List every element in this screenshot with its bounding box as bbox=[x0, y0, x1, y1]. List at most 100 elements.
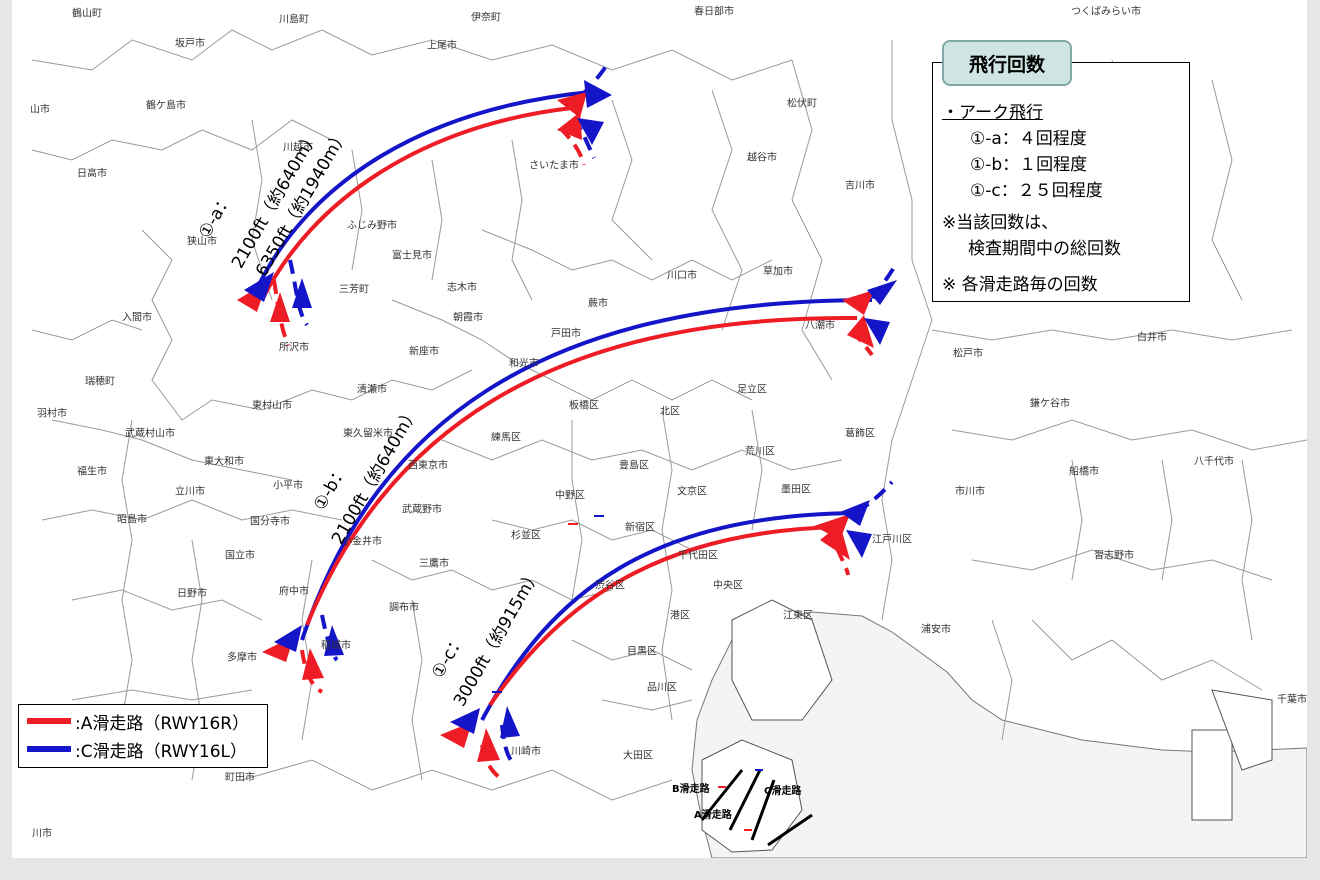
city-label: 川島町 bbox=[279, 14, 309, 26]
arc-1b-arrows bbox=[262, 280, 897, 680]
city-label: 荒川区 bbox=[745, 446, 775, 458]
city-label: 鎌ケ谷市 bbox=[1030, 398, 1070, 410]
city-label: 板橋区 bbox=[569, 400, 599, 412]
city-label: 西東京市 bbox=[408, 460, 448, 472]
city-label: 武蔵村山市 bbox=[125, 428, 175, 440]
flight-count-box bbox=[932, 62, 1190, 302]
city-label: 府中市 bbox=[279, 586, 309, 598]
city-label: 中央区 bbox=[713, 580, 743, 592]
city-label: ふじみ野市 bbox=[347, 220, 397, 232]
city-label: 昭島市 bbox=[117, 514, 147, 526]
flight-count-title: 飛行回数 bbox=[942, 40, 1072, 86]
b-runway-label: B滑走路 bbox=[672, 784, 710, 795]
city-label: 吉川市 bbox=[845, 180, 875, 192]
city-label: 日野市 bbox=[177, 588, 207, 600]
count-1a: ①-a：４回程度 bbox=[970, 129, 1087, 149]
city-label: 東大和市 bbox=[204, 456, 244, 468]
city-label: 東村山市 bbox=[252, 400, 292, 412]
city-label: 春日部市 bbox=[694, 6, 734, 18]
city-label: 白井市 bbox=[1137, 332, 1167, 344]
city-label: 和光市 bbox=[509, 358, 539, 370]
city-label: 渋谷区 bbox=[595, 580, 625, 592]
city-label: 習志野市 bbox=[1094, 550, 1134, 562]
city-label: 福生市 bbox=[77, 466, 107, 478]
arc-1b bbox=[300, 261, 899, 694]
city-label: 墨田区 bbox=[781, 484, 811, 496]
city-label: 八潮市 bbox=[805, 320, 835, 332]
city-label: 伊奈町 bbox=[471, 12, 501, 24]
city-label: 豊島区 bbox=[619, 460, 649, 472]
city-label: 国立市 bbox=[225, 550, 255, 562]
arc-1a-c-leg1 bbox=[288, 259, 309, 327]
city-label: 朝霞市 bbox=[453, 312, 483, 324]
legend-red-line bbox=[27, 718, 71, 724]
city-label: 足立区 bbox=[737, 384, 767, 396]
arc-1c bbox=[480, 480, 894, 780]
city-label: 大田区 bbox=[623, 750, 653, 762]
count-1b: ①-b：１回程度 bbox=[970, 155, 1088, 175]
a-runway bbox=[728, 769, 762, 831]
city-label: 町田市 bbox=[225, 772, 255, 784]
legend-row-c: :C滑走路（RWY16L） bbox=[27, 737, 248, 762]
city-label: 三鷹市 bbox=[419, 558, 449, 570]
city-label: 浦安市 bbox=[921, 624, 951, 636]
city-label: 戸田市 bbox=[551, 328, 581, 340]
city-label: 杉並区 bbox=[511, 530, 541, 542]
city-label: 入間市 bbox=[122, 312, 152, 324]
city-label: 日高市 bbox=[77, 168, 107, 180]
city-label: 三芳町 bbox=[339, 284, 369, 296]
d-runway bbox=[767, 813, 813, 847]
a-runway-label: A滑走路 bbox=[694, 810, 732, 821]
city-label: 千代田区 bbox=[678, 550, 718, 562]
arc-flight-heading: ・アーク飛行 bbox=[942, 103, 1043, 123]
arc-1c-a-route bbox=[488, 525, 843, 707]
city-label: 松伏町 bbox=[787, 98, 817, 110]
city-label: 松戸市 bbox=[953, 348, 983, 360]
city-label: 北区 bbox=[660, 406, 680, 418]
legend-c-label: :C滑走路（RWY16L） bbox=[75, 741, 248, 762]
city-label: 稲城市 bbox=[321, 640, 351, 652]
legend: :A滑走路（RWY16R） :C滑走路（RWY16L） bbox=[18, 704, 268, 768]
arc-1b-a-route bbox=[305, 315, 858, 626]
arc-1c-c-route bbox=[480, 511, 858, 721]
city-label: 鶴ケ島市 bbox=[146, 100, 186, 112]
city-label: 立川市 bbox=[175, 486, 205, 498]
city-label: 上尾市 bbox=[427, 40, 457, 52]
city-label: 所沢市 bbox=[279, 342, 309, 354]
city-label: 東久留米市 bbox=[343, 428, 393, 440]
city-label: 江戸川区 bbox=[872, 534, 912, 546]
city-label: 川越市 bbox=[283, 142, 313, 154]
city-label: 国分寺市 bbox=[250, 516, 290, 528]
city-label: 草加市 bbox=[763, 266, 793, 278]
city-label: 調布市 bbox=[389, 602, 419, 614]
city-label: 羽村市 bbox=[37, 408, 67, 420]
city-label: 川市 bbox=[32, 828, 52, 840]
city-label: 葛飾区 bbox=[845, 428, 875, 440]
map-canvas: 鶴山町 川島町 伊奈町 春日部市 つくばみらい市 坂戸市 上尾市 鶴ケ島市 松伏… bbox=[12, 0, 1307, 858]
note-1-line-2: 検査期間中の総回数 bbox=[968, 239, 1121, 259]
arc-1a-arrows bbox=[237, 80, 612, 322]
city-label: 市川市 bbox=[955, 486, 985, 498]
note-1-line-1: ※当該回数は、 bbox=[942, 213, 1059, 233]
arc-1a-a-route bbox=[260, 106, 573, 301]
city-label: 新宿区 bbox=[625, 522, 655, 534]
city-label: 千葉市 bbox=[1277, 694, 1307, 706]
city-label: 志木市 bbox=[447, 282, 477, 294]
legend-blue-line bbox=[27, 746, 71, 752]
city-label: つくばみらい市 bbox=[1071, 6, 1141, 18]
city-label: 練馬区 bbox=[491, 432, 521, 444]
city-label: 鶴山町 bbox=[72, 8, 102, 20]
city-label: 品川区 bbox=[647, 682, 677, 694]
city-label: 富士見市 bbox=[392, 250, 432, 262]
city-label: 武蔵野市 bbox=[402, 504, 442, 516]
arc-1c-arrows bbox=[440, 500, 872, 762]
city-label: 瑞穂町 bbox=[85, 376, 115, 388]
city-label: 船橋市 bbox=[1069, 466, 1099, 478]
city-label: 川崎市 bbox=[511, 746, 541, 758]
arc-1a-c-leg2 bbox=[580, 63, 609, 97]
legend-row-a: :A滑走路（RWY16R） bbox=[27, 709, 249, 734]
city-label: 狭山市 bbox=[187, 236, 217, 248]
city-label: 坂戸市 bbox=[175, 38, 205, 50]
city-label: 山市 bbox=[30, 104, 50, 116]
count-1c: ①-c：２５回程度 bbox=[970, 181, 1103, 201]
